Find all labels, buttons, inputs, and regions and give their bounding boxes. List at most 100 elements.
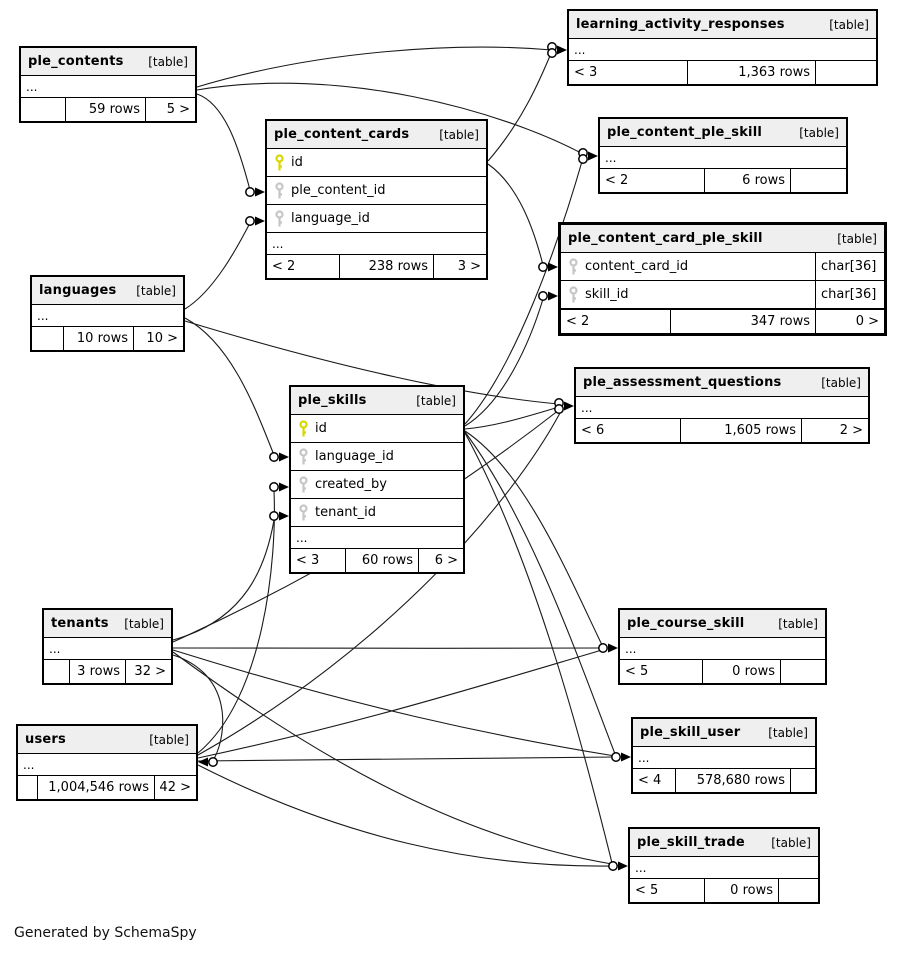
table-tag: [table] [768, 725, 808, 740]
footer-parents: < 2 [272, 259, 296, 274]
table-header: ple_assessment_questions[table] [576, 369, 868, 397]
footer-rowcount: 1,605 rows [680, 419, 801, 442]
footer-children [790, 169, 846, 192]
foreign-key-icon [291, 447, 315, 466]
foreign-key-icon [291, 475, 315, 494]
edge-ple_contents-to-ple_content_ple_skill [196, 82, 584, 155]
edge-ple_skills-to-ple_skill_user [464, 431, 616, 755]
table-header: ple_skill_trade[table] [630, 829, 818, 857]
columns-ellipsis: ... [574, 42, 586, 57]
column-name: language_id [315, 449, 394, 464]
footer-children [790, 769, 815, 792]
table-name: ple_content_card_ple_skill [568, 231, 763, 246]
table-name: ple_skill_user [640, 725, 741, 740]
fk-connector [611, 752, 631, 762]
footer-children: 3 > [433, 255, 486, 278]
footer-rowcount: 60 rows [345, 549, 418, 572]
column-row-created-by[interactable]: created_by [291, 471, 463, 499]
column-row-language-id[interactable]: language_id [267, 205, 486, 233]
table-name: users [25, 732, 66, 747]
fk-connector [578, 148, 598, 164]
edge-users-to-ple_skill_trade [197, 764, 613, 867]
footer-rowcount: 0 rows [702, 660, 780, 683]
table-footer: < 5 0 rows [620, 659, 825, 683]
edge-ple_contents-to-ple_content_cards.ple_content_id [196, 93, 251, 191]
table-name: ple_course_skill [627, 616, 745, 631]
edge-ple_content_cards-to-learning_activity_responses [487, 50, 553, 162]
table-header: ple_contents[table] [21, 48, 195, 76]
footer-children [780, 660, 825, 683]
table-learning-activity-responses[interactable]: learning_activity_responses[table]... < 3… [567, 9, 878, 86]
footer-rowcount: 347 rows [670, 310, 815, 333]
table-header: learning_activity_responses[table] [569, 11, 876, 39]
columns-ellipsis: ... [296, 530, 308, 545]
table-tag: [table] [799, 125, 839, 140]
table-header: ple_content_card_ple_skill[table] [561, 225, 884, 253]
fk-connector [538, 262, 558, 272]
fk-connector [269, 452, 289, 462]
footer-parents [44, 660, 69, 683]
edge-ple_content_cards-to-ple_content_card_ple_skill.content_card_id [487, 163, 544, 266]
edge-tenants-to-ple_skill_user [172, 649, 616, 757]
table-name: ple_skill_trade [637, 835, 745, 850]
footer-children: 0 > [815, 310, 884, 333]
column-row-language-id[interactable]: language_id [291, 443, 463, 471]
footer-parents: < 3 [574, 65, 598, 80]
footer-parents: < 5 [625, 664, 649, 679]
edge-ple_skills-to-ple_skill_trade [464, 432, 613, 864]
table-header: ple_course_skill[table] [620, 610, 825, 638]
fk-connector [547, 42, 567, 58]
table-name: ple_contents [28, 54, 124, 69]
primary-key-icon [267, 153, 291, 172]
fk-connector [245, 187, 265, 197]
table-tag: [table] [136, 283, 176, 298]
edge-users-to-ple_skill_user [197, 756, 616, 762]
table-name: learning_activity_responses [576, 17, 785, 32]
table-footer: < 3 1,363 rows [569, 60, 876, 84]
columns-ellipsis: ... [37, 308, 49, 323]
footer-rowcount: 3 rows [69, 660, 125, 683]
foreign-key-icon [267, 181, 291, 200]
column-row-id[interactable]: id [291, 415, 463, 443]
column-row-tenant-id[interactable]: tenant_id [291, 499, 463, 527]
edge-users-to-ple_skills.created_by [197, 490, 275, 754]
footer-parents: < 2 [605, 173, 629, 188]
columns-ellipsis: ... [272, 236, 284, 251]
table-header: users[table] [18, 726, 196, 754]
column-name: skill_id [585, 287, 629, 302]
table-header: languages[table] [32, 277, 183, 305]
footer-rowcount: 1,004,546 rows [37, 776, 154, 799]
column-row-ple-content-id[interactable]: ple_content_id [267, 177, 486, 205]
footer-rowcount: 578,680 rows [675, 769, 790, 792]
primary-key-icon [291, 419, 315, 438]
foreign-key-icon [291, 503, 315, 522]
footer-rowcount: 1,363 rows [687, 61, 815, 84]
column-row-id[interactable]: id [267, 149, 486, 177]
footer-children: 42 > [154, 776, 196, 799]
table-ple-content-card-ple-skill[interactable]: ple_content_card_ple_skill[table]content… [558, 222, 887, 336]
edge-ple_contents-to-learning_activity_responses [196, 46, 553, 88]
columns-ellipsis: ... [26, 79, 38, 94]
table-name: tenants [51, 616, 109, 631]
